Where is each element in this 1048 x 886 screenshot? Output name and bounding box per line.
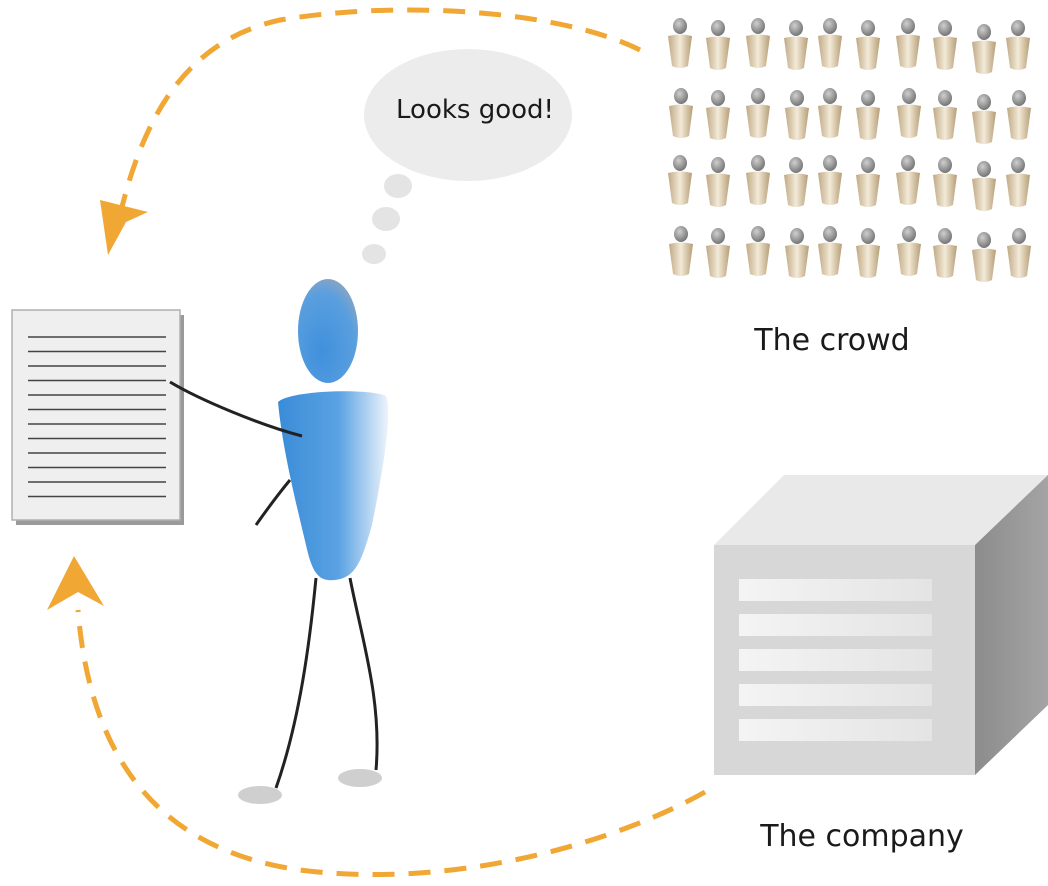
- person-head: [298, 279, 358, 383]
- left-foot: [238, 786, 282, 804]
- crowd-person-icon: [972, 161, 996, 211]
- crowd-person-icon: [706, 90, 730, 140]
- person-figure: [169, 279, 389, 804]
- server-slot: [739, 649, 932, 671]
- server-box-icon: [714, 470, 1048, 775]
- crowd-person-icon: [668, 18, 692, 68]
- crowd-person-icon: [972, 232, 996, 282]
- pointing-arm: [169, 380, 303, 438]
- crowd-person-icon: [818, 155, 842, 205]
- crowd-person-icon: [784, 157, 808, 207]
- right-foot: [338, 769, 382, 787]
- document-icon: [11, 309, 184, 525]
- crowd-person-icon: [746, 155, 770, 205]
- thought-bubble-dot: [372, 207, 400, 231]
- crowd-person-icon: [1007, 90, 1031, 140]
- crowd-person-icon: [896, 155, 920, 205]
- speech-bubble-body: [364, 49, 572, 181]
- crowd-person-icon: [896, 18, 920, 68]
- crowd-person-icon: [706, 157, 730, 207]
- crowd-person-icon: [669, 88, 693, 138]
- crowd-to-document-arrow: [100, 7, 642, 255]
- crowd-grid: [668, 18, 1031, 282]
- crowd-person-icon: [785, 90, 809, 140]
- crowd-person-icon: [669, 226, 693, 276]
- crowd-person-icon: [1006, 20, 1030, 70]
- crowd-person-icon: [818, 18, 842, 68]
- person-body: [278, 391, 389, 581]
- crowd-person-icon: [668, 155, 692, 205]
- crowd-label: The crowd: [753, 323, 909, 358]
- company-label: The company: [759, 819, 964, 854]
- arrowhead-up-icon: [47, 556, 104, 610]
- crowd-person-icon: [1006, 157, 1030, 207]
- crowd-person-icon: [897, 226, 921, 276]
- crowd-person-icon: [856, 20, 880, 70]
- thought-bubble: Looks good!: [362, 49, 572, 264]
- server-slot: [739, 719, 932, 741]
- crowd-person-icon: [746, 18, 770, 68]
- crowd-person-icon: [897, 88, 921, 138]
- crowd-person-icon: [746, 88, 770, 138]
- crowd-person-icon: [785, 228, 809, 278]
- crowd-person-icon: [933, 20, 957, 70]
- crowd-person-icon: [933, 90, 957, 140]
- thought-bubble-dot: [384, 174, 412, 198]
- thought-bubble-dot: [362, 244, 386, 264]
- server-slot: [739, 684, 932, 706]
- server-slot: [739, 579, 932, 601]
- crowd-person-icon: [706, 228, 730, 278]
- crowd-person-icon: [706, 20, 730, 70]
- crowd-person-icon: [933, 228, 957, 278]
- company-to-document-arrow: [47, 556, 707, 877]
- crowd-person-icon: [856, 157, 880, 207]
- crowd-person-icon: [972, 24, 996, 74]
- crowd-person-icon: [856, 90, 880, 140]
- crowd-person-icon: [818, 226, 842, 276]
- crowd-person-icon: [784, 20, 808, 70]
- crowd-person-icon: [746, 226, 770, 276]
- crowd-person-icon: [933, 157, 957, 207]
- speech-bubble-text: Looks good!: [396, 95, 554, 125]
- crowd-person-icon: [818, 88, 842, 138]
- server-slot: [739, 614, 932, 636]
- crowd-person-icon: [856, 228, 880, 278]
- crowd-person-icon: [972, 94, 996, 144]
- crowd-person-icon: [1007, 228, 1031, 278]
- arrowhead-down-icon: [100, 200, 148, 255]
